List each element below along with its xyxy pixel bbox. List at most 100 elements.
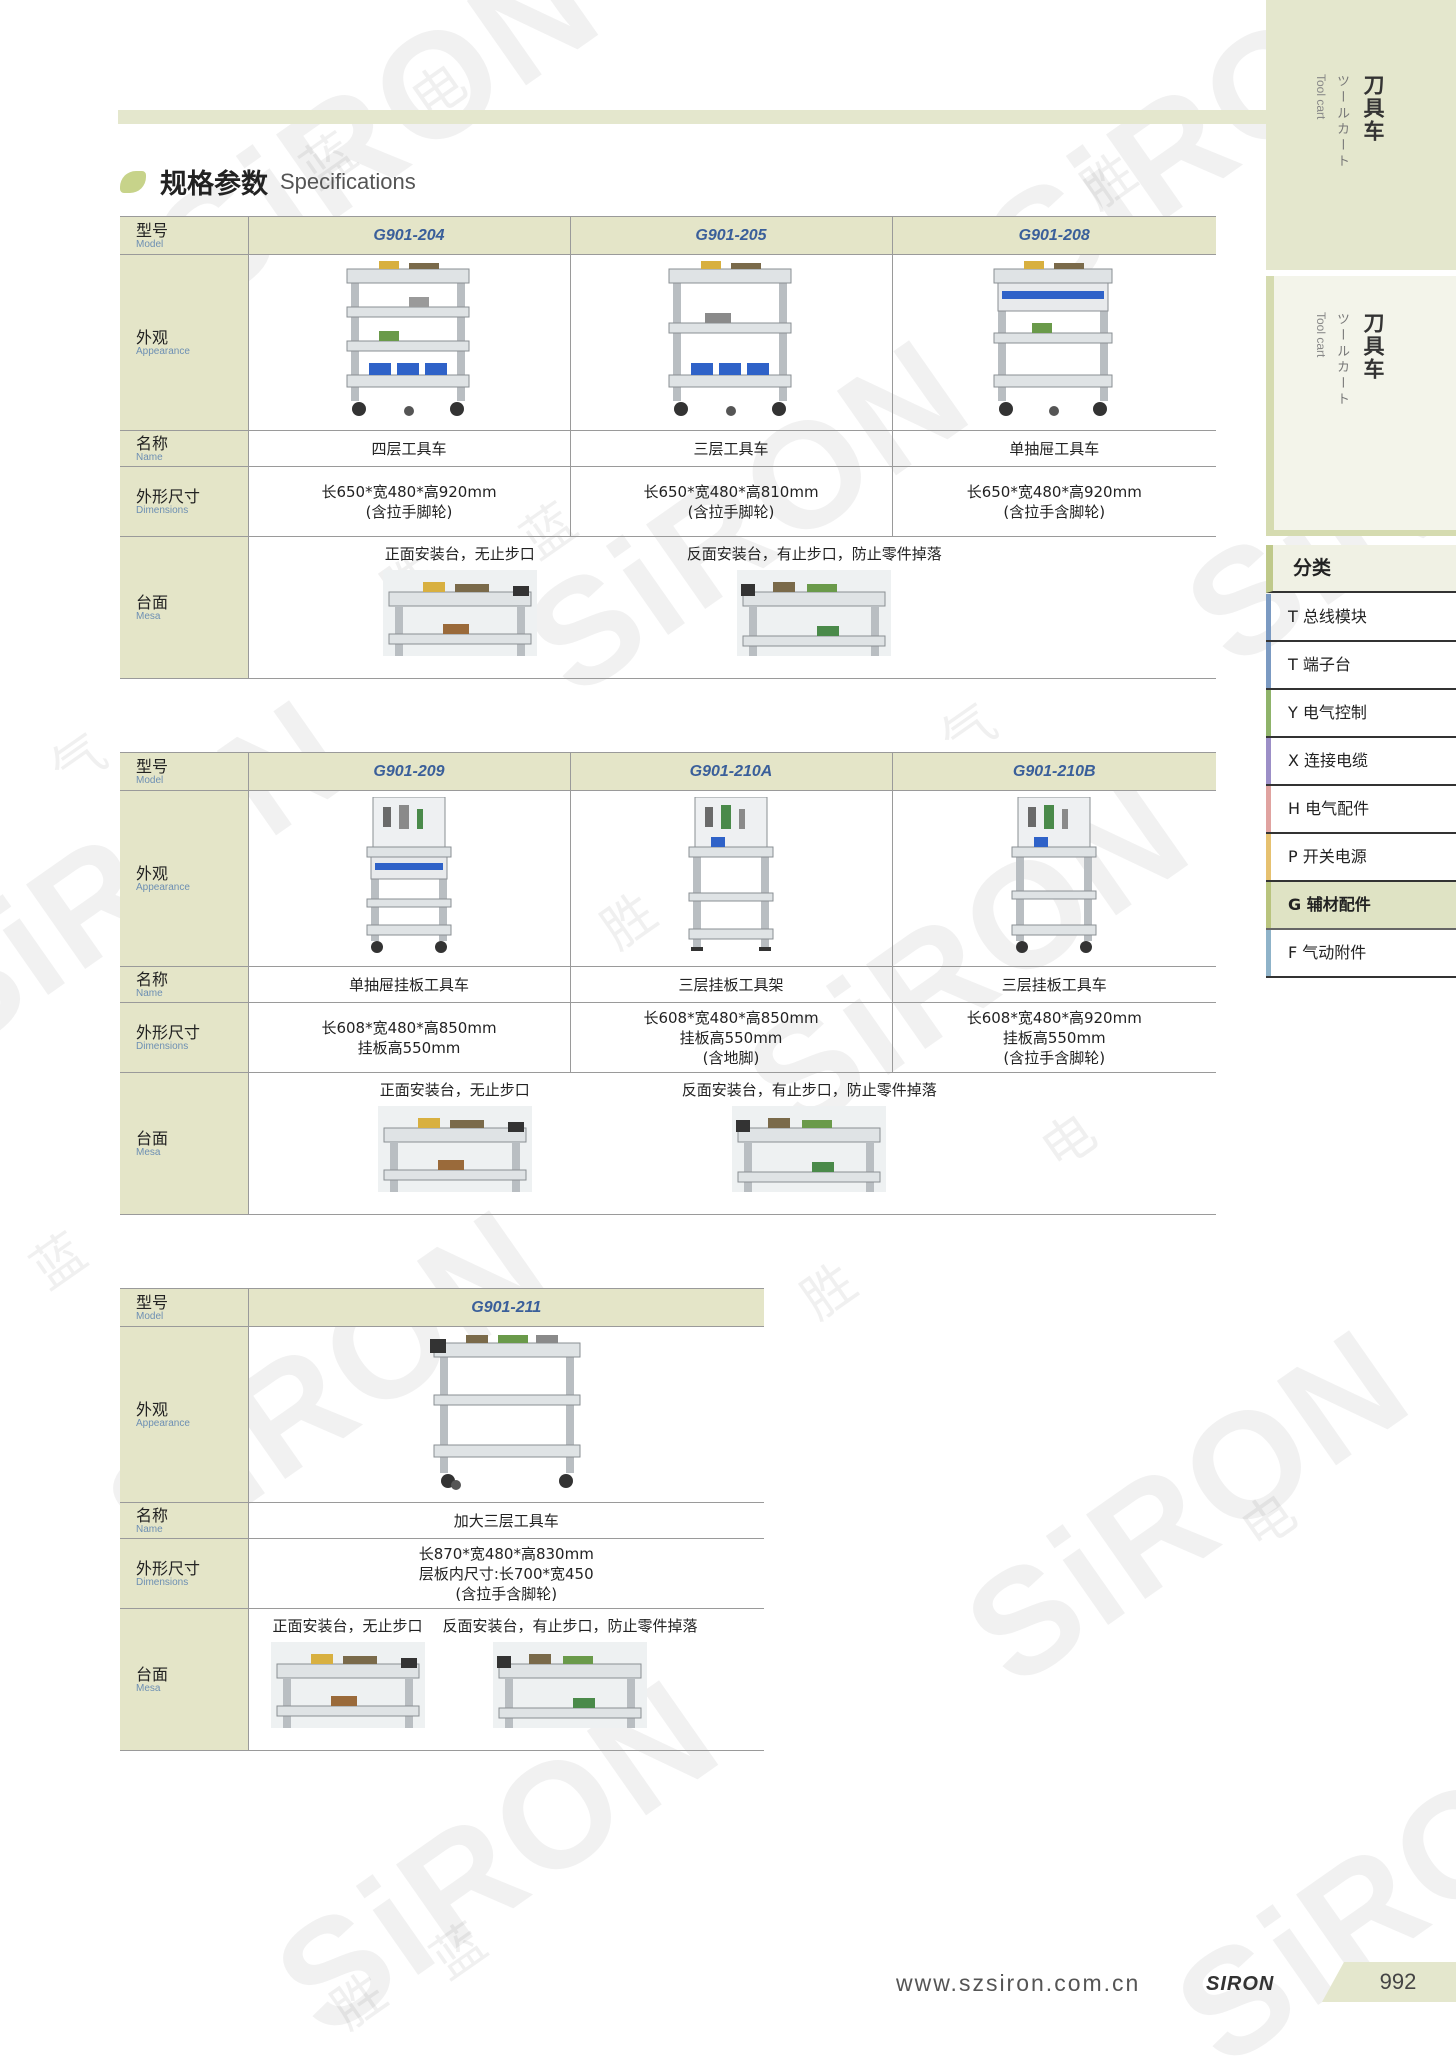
sidebar-tab-tool-cart-secondary[interactable]: 刀具车 ツールカート Tool cart	[1266, 276, 1456, 536]
model-cell: G901-209	[247, 752, 570, 791]
watermark-char: 胜	[790, 1252, 868, 1332]
category-item-electrical-control[interactable]: Y 电气控制	[1266, 690, 1456, 738]
mesa-back-image	[737, 570, 892, 656]
mesa-front: 正面安装台，无止步口	[270, 1615, 425, 1728]
mesa-cell: 正面安装台，无止步口 反面安装台，有止步口，防止零件掉落	[247, 536, 1216, 679]
sidebar-tab-tool-cart-primary[interactable]: 刀具车 ツールカート Tool cart	[1266, 0, 1456, 270]
footer-logo: SIRON	[1206, 1973, 1275, 1995]
large-three-tier-cart-image	[430, 1334, 581, 1490]
sidebar-tab-title: 刀具车	[1361, 74, 1385, 143]
mesa-cell: 正面安装台，无止步口 反面安装台，有止步口，防止零件掉落	[247, 1072, 1216, 1215]
product-dimensions: 长650*宽480*高810mm(含拉手脚轮)	[569, 466, 892, 537]
sidebar-tab-jp: ツールカート	[1334, 312, 1349, 408]
category-item-terminal-block[interactable]: T 端子台	[1266, 642, 1456, 690]
watermark-char: 蓝	[20, 1222, 98, 1302]
watermark-char: 气	[40, 722, 118, 802]
model-cell: G901-205	[569, 216, 892, 255]
category-item-auxiliary-parts[interactable]: G 辅材配件	[1266, 882, 1456, 930]
top-decor-bar	[118, 110, 1266, 124]
category-item-pneumatic-accessories[interactable]: F 气动附件	[1266, 930, 1456, 978]
product-image-cell	[569, 790, 892, 967]
category-item-connecting-cable[interactable]: X 连接电缆	[1266, 738, 1456, 786]
four-tier-cart-image	[346, 260, 470, 416]
mesa-back: 反面安装台，有止步口，防止零件掉落	[682, 1079, 937, 1192]
section-title-en: Specifications	[280, 168, 416, 194]
mesa-front-image	[270, 1642, 425, 1728]
category-color-bar	[1266, 738, 1271, 784]
category-color-bar	[1266, 834, 1271, 880]
section-title-cn: 规格参数	[160, 169, 268, 200]
watermark-char: 胜	[320, 1962, 398, 2042]
watermark-char: 蓝	[420, 1912, 498, 1992]
model-cell: G901-210B	[891, 752, 1216, 791]
watermark-brand: SiRON	[936, 1295, 1439, 1717]
product-name: 三层挂板工具架	[569, 966, 892, 1003]
category-color-bar	[1266, 930, 1271, 976]
product-name: 加大三层工具车	[247, 1502, 764, 1539]
category-color-bar	[1266, 786, 1271, 832]
pegboard-rack-image	[688, 796, 774, 951]
model-cell: G901-204	[247, 216, 570, 255]
watermark-char: 电	[1230, 1482, 1308, 1562]
section-heading: 规格参数 Specifications	[120, 162, 416, 201]
product-name: 单抽屉工具车	[891, 430, 1216, 467]
mesa-back: 反面安装台，有止步口，防止零件掉落	[443, 1615, 698, 1728]
watermark-brand: SiRON	[1146, 1675, 1456, 2068]
product-name: 三层挂板工具车	[891, 966, 1216, 1003]
leaf-icon	[120, 170, 146, 193]
watermark-char: 胜	[1070, 142, 1148, 222]
category-item-bus-module[interactable]: T 总线模块	[1266, 594, 1456, 642]
product-image-cell	[247, 1326, 764, 1503]
product-name: 四层工具车	[247, 430, 570, 467]
product-image-cell	[247, 254, 570, 431]
product-image-cell	[891, 254, 1216, 431]
page-number: 992	[1322, 1962, 1456, 2002]
pegboard-cart-image	[1011, 796, 1097, 953]
mesa-cell: 正面安装台，无止步口 反面安装台，有止步口，防止零件掉落	[247, 1608, 764, 1751]
sidebar-tab-en: Tool cart	[1314, 74, 1328, 120]
sidebar-tab-title: 刀具车	[1361, 312, 1385, 381]
category-color-bar	[1266, 882, 1271, 928]
drawer-pegboard-cart-image	[366, 796, 452, 953]
product-name: 单抽屉挂板工具车	[247, 966, 570, 1003]
mesa-back-image	[732, 1106, 887, 1192]
category-item-switching-power[interactable]: P 开关电源	[1266, 834, 1456, 882]
mesa-back: 反面安装台，有止步口，防止零件掉落	[687, 543, 942, 656]
mesa-back-image	[493, 1642, 647, 1728]
model-cell: G901-211	[247, 1288, 764, 1327]
sidebar-tab-en: Tool cart	[1314, 312, 1328, 358]
model-cell: G901-210A	[569, 752, 892, 791]
category-color-bar	[1266, 642, 1271, 688]
mesa-front: 正面安装台，无止步口	[382, 543, 537, 656]
footer-url[interactable]: www.szsiron.com.cn	[896, 1970, 1141, 1996]
category-color-bar	[1266, 594, 1271, 640]
sidebar-tab-jp: ツールカート	[1334, 74, 1349, 170]
category-item-electrical-accessories[interactable]: H 电气配件	[1266, 786, 1456, 834]
mesa-front-image	[382, 570, 537, 656]
mesa-front-image	[377, 1106, 532, 1192]
mesa-front: 正面安装台，无止步口	[377, 1079, 532, 1192]
category-color-bar	[1266, 690, 1271, 736]
product-dimensions: 长650*宽480*高920mm(含拉手含脚轮)	[891, 466, 1216, 537]
product-dimensions: 长650*宽480*高920mm(含拉手脚轮)	[247, 466, 570, 537]
